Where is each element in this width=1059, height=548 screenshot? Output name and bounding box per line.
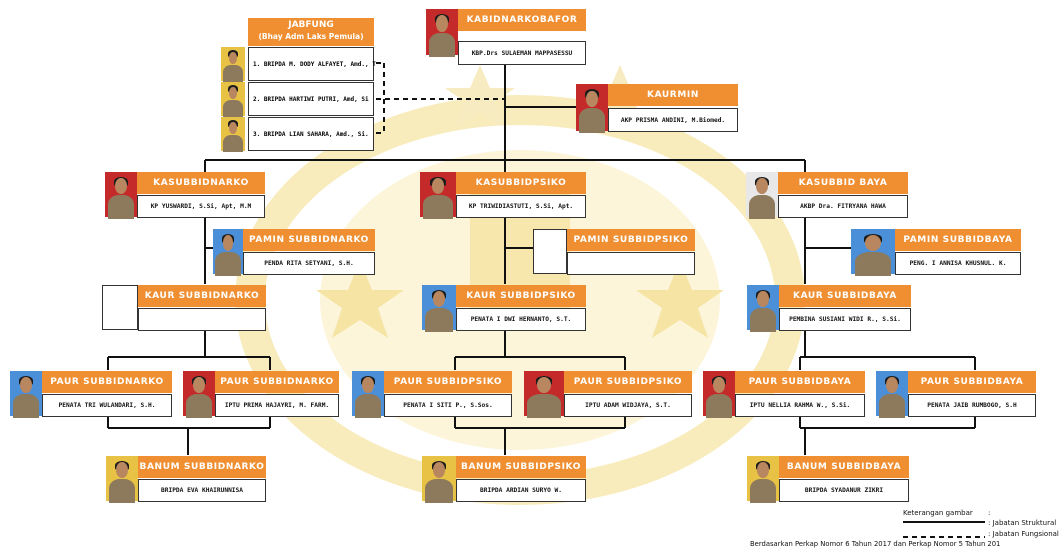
kaur-baya-photo <box>747 285 779 332</box>
banum-psiko-title: BANUM SUBBIDPSIKO <box>456 456 586 478</box>
banum-baya-title: BANUM SUBBIDBAYA <box>779 456 909 478</box>
kasub-baya-photo <box>746 172 778 219</box>
paur-psiko-2-title: PAUR SUBBIDPSIKO <box>564 371 692 393</box>
legend-footnote: Berdasarkan Perkap Nomor 6 Tahun 2017 da… <box>750 540 1001 548</box>
pamin-psiko-box: PAMIN SUBBIDPSIKO <box>533 229 695 275</box>
legend-structural: : Jabatan Struktural <box>988 519 1057 527</box>
jabfung-header: JABFUNG (Bhay Adm Laks Pemula) <box>248 18 374 46</box>
kaurmin-name: AKP PRISMA ANDINI, M.Biomed. <box>608 108 738 132</box>
pamin-psiko-photo-placeholder <box>533 229 567 274</box>
jabfung-member-3: 3. BRIPDA LIAN SAHARA, Amd., Si. <box>248 117 374 151</box>
banum-psiko-name: BRIPDA ARDIAN SURYO W. <box>456 479 586 502</box>
banum-psiko-box: BANUM SUBBIDPSIKO BRIPDA ARDIAN SURYO W. <box>422 456 586 503</box>
pamin-baya-photo <box>851 229 895 276</box>
kaur-psiko-photo <box>422 285 456 332</box>
paur-baya-2-photo <box>876 371 908 418</box>
paur-psiko-2-photo <box>524 371 564 418</box>
paur-psiko-1-box: PAUR SUBBIDPSIKO PENATA I SITI P., S.Sos… <box>352 371 512 418</box>
kabid-photo <box>426 9 458 57</box>
kaurmin-title: KAURMIN <box>608 84 738 106</box>
legend-colon: : <box>988 509 991 517</box>
paur-baya-2-box: PAUR SUBBIDBAYA PENATA JAIB RUMBOGO, S.H <box>876 371 1036 418</box>
kasub-psiko-photo <box>420 172 456 219</box>
paur-psiko-1-photo <box>352 371 384 418</box>
kasub-narko-photo <box>105 172 137 219</box>
pamin-psiko-name <box>567 252 695 275</box>
paur-psiko-1-title: PAUR SUBBIDPSIKO <box>384 371 512 393</box>
banum-narko-name: BRIPDA EVA KHAIRUNNISA <box>138 479 266 502</box>
paur-psiko-2-box: PAUR SUBBIDPSIKO IPTU ADAM WIDJAYA, S.T. <box>524 371 692 418</box>
banum-baya-box: BANUM SUBBIDBAYA BRIPDA SYADANUR ZIKRI <box>747 456 909 503</box>
paur-baya-1-title: PAUR SUBBIDBAYA <box>735 371 865 393</box>
kabid-box: KABIDNARKOBAFOR KBP.Drs SULAEMAN MAPPASE… <box>426 9 586 65</box>
banum-baya-name: BRIPDA SYADANUR ZIKRI <box>779 479 909 502</box>
jabfung-photo-2 <box>221 82 245 118</box>
jabfung-title: JABFUNG <box>288 20 334 30</box>
legend-functional: : Jabatan Fungsional <box>988 530 1059 538</box>
kaur-narko-box: KAUR SUBBIDNARKO <box>102 285 266 331</box>
banum-narko-box: BANUM SUBBIDNARKO BRIPDA EVA KHAIRUNNISA <box>106 456 266 503</box>
legend-heading: Keterangan gambar <box>903 509 973 517</box>
kasub-narko-name: KP YUSWARDI, S.Si, Apt, M.M <box>137 195 265 218</box>
kabid-name: KBP.Drs SULAEMAN MAPPASESSU <box>458 41 586 65</box>
kaur-baya-title: KAUR SUBBIDBAYA <box>779 285 911 307</box>
pamin-baya-title: PAMIN SUBBIDBAYA <box>895 229 1021 251</box>
pamin-narko-title: PAMIN SUBBIDNARKO <box>243 229 375 251</box>
banum-psiko-photo <box>422 456 456 503</box>
paur-psiko-2-name: IPTU ADAM WIDJAYA, S.T. <box>564 394 692 417</box>
paur-narko-2-box: PAUR SUBBIDNARKO IPTU PRIMA HAJAYRI, M. … <box>183 371 339 418</box>
kasub-narko-title: KASUBBIDNARKO <box>137 172 265 194</box>
jabfung-member-2: 2. BRIPDA HARTIWI PUTRI, Amd, Si <box>248 82 374 116</box>
kaurmin-photo <box>576 84 608 133</box>
pamin-narko-photo <box>213 229 243 276</box>
kaur-narko-name <box>138 308 266 331</box>
banum-baya-photo <box>747 456 779 503</box>
paur-baya-1-name: IPTU NELLIA RAHMA W., S.Si. <box>735 394 865 417</box>
paur-baya-2-name: PENATA JAIB RUMBOGO, S.H <box>908 394 1036 417</box>
paur-narko-1-name: PENATA TRI WULANDARI, S.H. <box>42 394 172 417</box>
paur-narko-1-title: PAUR SUBBIDNARKO <box>42 371 172 393</box>
jabfung-member-1: 1. BRIPDA M. DODY ALFAYET, Amd., T <box>248 47 376 81</box>
kasub-psiko-title: KASUBBIDPSIKO <box>456 172 586 194</box>
jabfung-subtitle: (Bhay Adm Laks Pemula) <box>258 32 364 41</box>
kaur-narko-photo-placeholder <box>102 285 138 330</box>
kasub-psiko-name: KP TRIWIDIASTUTI, S.Si, Apt. <box>456 195 586 218</box>
pamin-psiko-title: PAMIN SUBBIDPSIKO <box>567 229 695 251</box>
kasub-narko-box: KASUBBIDNARKO KP YUSWARDI, S.Si, Apt, M.… <box>105 172 265 219</box>
kaur-narko-title: KAUR SUBBIDNARKO <box>138 285 266 307</box>
pamin-baya-box: PAMIN SUBBIDBAYA PENG. I ANNISA KHUSNUL.… <box>851 229 1021 276</box>
kasub-baya-box: KASUBBID BAYA AKBP Dra. FITRYANA HAWA <box>746 172 908 219</box>
banum-narko-title: BANUM SUBBIDNARKO <box>138 456 266 478</box>
paur-narko-2-name: IPTU PRIMA HAJAYRI, M. FARM. <box>215 394 339 417</box>
kaur-baya-box: KAUR SUBBIDBAYA PEMBINA SUSIANI WIDI R.,… <box>747 285 911 332</box>
paur-baya-1-box: PAUR SUBBIDBAYA IPTU NELLIA RAHMA W., S.… <box>703 371 865 418</box>
paur-baya-1-photo <box>703 371 735 418</box>
jabfung-photo-1 <box>221 47 245 83</box>
kasub-baya-title: KASUBBID BAYA <box>778 172 908 194</box>
paur-baya-2-title: PAUR SUBBIDBAYA <box>908 371 1036 393</box>
paur-narko-1-box: PAUR SUBBIDNARKO PENATA TRI WULANDARI, S… <box>10 371 172 418</box>
kaur-psiko-box: KAUR SUBBIDPSIKO PENATA I DWI HERNANTO, … <box>422 285 586 332</box>
paur-psiko-1-name: PENATA I SITI P., S.Sos. <box>384 394 512 417</box>
banum-narko-photo <box>106 456 138 503</box>
pamin-narko-box: PAMIN SUBBIDNARKO PENDA RITA SETYANI, S.… <box>213 229 375 276</box>
kabid-title: KABIDNARKOBAFOR <box>458 9 586 31</box>
paur-narko-2-title: PAUR SUBBIDNARKO <box>215 371 339 393</box>
kaurmin-box: KAURMIN AKP PRISMA ANDINI, M.Biomed. <box>576 84 738 133</box>
kaur-baya-name: PEMBINA SUSIANI WIDI R., S.Si. <box>779 308 911 331</box>
paur-narko-1-photo <box>10 371 42 418</box>
jabfung-photo-3 <box>221 117 245 153</box>
pamin-baya-name: PENG. I ANNISA KHUSNUL. K. <box>895 252 1021 275</box>
kasub-baya-name: AKBP Dra. FITRYANA HAWA <box>778 195 908 218</box>
paur-narko-2-photo <box>183 371 215 418</box>
kaur-psiko-title: KAUR SUBBIDPSIKO <box>456 285 586 307</box>
kasub-psiko-box: KASUBBIDPSIKO KP TRIWIDIASTUTI, S.Si, Ap… <box>420 172 586 219</box>
pamin-narko-name: PENDA RITA SETYANI, S.H. <box>243 252 375 275</box>
kaur-psiko-name: PENATA I DWI HERNANTO, S.T. <box>456 308 586 331</box>
